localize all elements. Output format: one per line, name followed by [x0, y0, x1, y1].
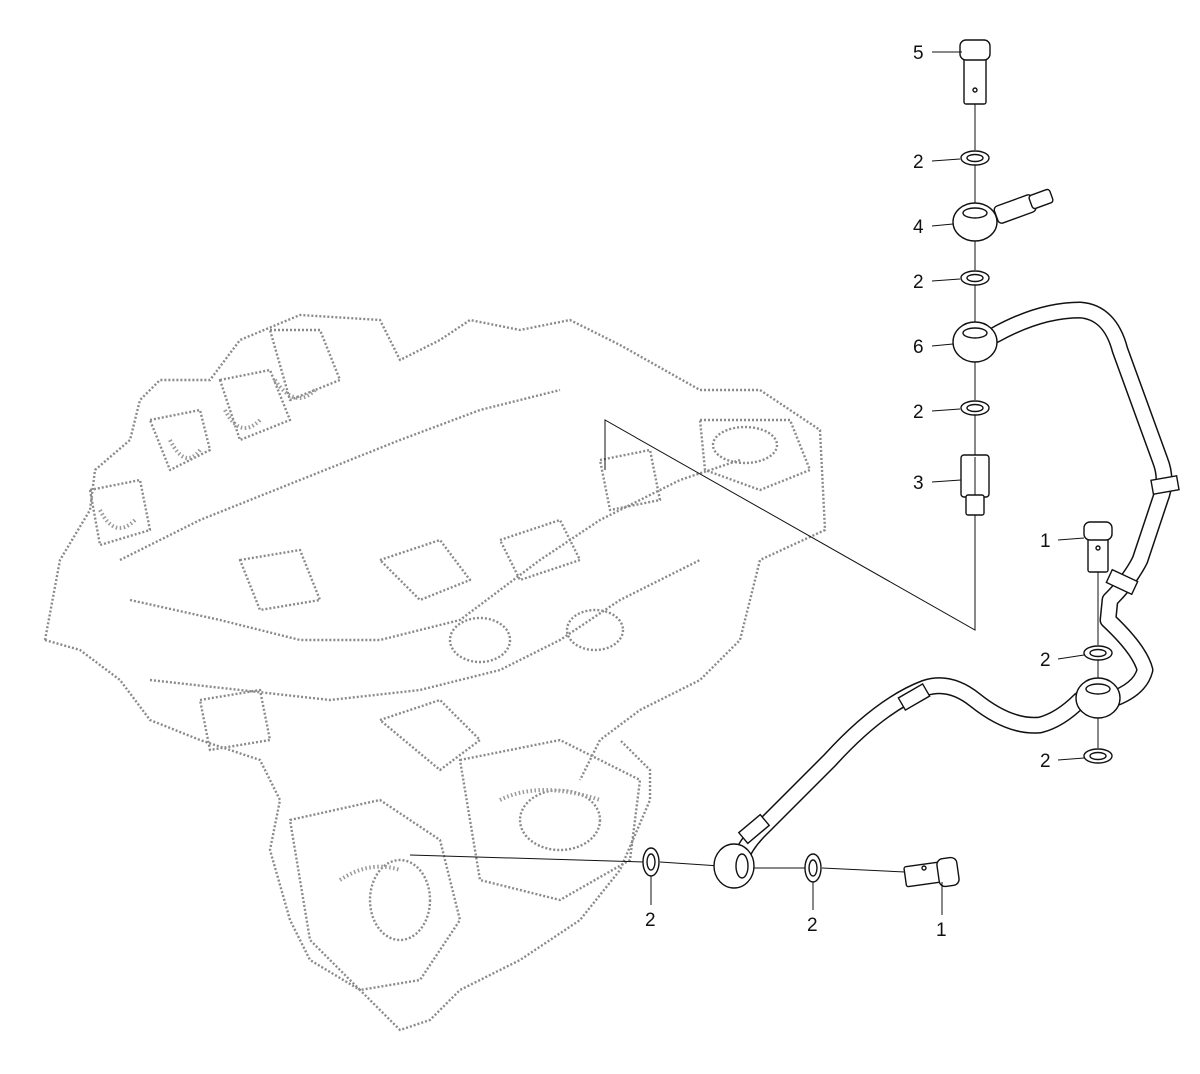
callout-2-g: 2: [807, 915, 818, 936]
callout-2-a: 2: [913, 152, 924, 173]
sealing-washer-5: [1083, 748, 1113, 764]
callout-2-b: 2: [913, 272, 924, 293]
pipe-banjo-top: [952, 321, 998, 363]
banjo-bolt-right: [1083, 521, 1113, 573]
callout-5: 5: [913, 43, 924, 64]
callout-2-c: 2: [913, 402, 924, 423]
sealing-washer-6: [642, 847, 660, 877]
callout-2-d: 2: [1040, 650, 1051, 671]
callout-4: 4: [913, 217, 924, 238]
callout-1-b: 1: [936, 920, 947, 941]
sealing-washer-1: [960, 150, 990, 166]
leader-lines: [409, 80, 1099, 873]
banjo-fitting: [952, 188, 1054, 242]
callout-6: 6: [913, 337, 924, 358]
sealing-washer-7: [804, 853, 822, 883]
banjo-bolt-bottom: [903, 856, 960, 888]
sealing-washer-3: [960, 400, 990, 416]
callout-leaders: [650, 51, 1085, 915]
callout-2-e: 2: [1040, 751, 1051, 772]
adapter-fitting: [960, 454, 990, 516]
callout-1-a: 1: [1040, 531, 1051, 552]
callout-3: 3: [913, 473, 924, 494]
pipe-banjo-bottom: [713, 843, 755, 889]
pipe-banjo-right: [1075, 677, 1121, 719]
callout-2-f: 2: [645, 910, 656, 931]
sealing-washer-2: [960, 270, 990, 286]
sealing-washer-4: [1083, 645, 1113, 661]
banjo-bolt-top: [959, 39, 991, 105]
engine-block-illustration: [43, 313, 827, 1032]
fuel-pipe: [731, 301, 1180, 869]
